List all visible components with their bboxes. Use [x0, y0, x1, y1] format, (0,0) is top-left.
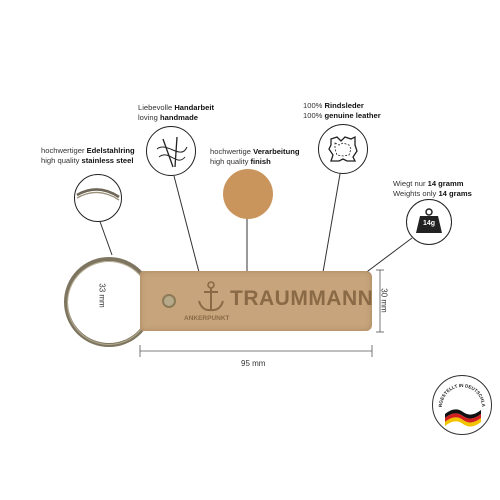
- needle-thread-icon: [146, 126, 196, 176]
- leather-hide-icon: [318, 124, 368, 174]
- seal-text: HERGESTELLT IN DEUTSCHLAND: [433, 376, 486, 408]
- dimension-tag-height: 30 mm: [379, 288, 389, 313]
- weight-label: Wiegt nur 14 gramm Weights only 14 grams: [393, 179, 472, 198]
- key-ring-inner: [67, 261, 151, 345]
- leather-tag: TRAUMMANN ANKERPUNKT: [140, 271, 374, 331]
- finish-label: hochwertige Verarbeitung high quality fi…: [210, 147, 300, 166]
- handmade-label: Liebevolle Handarbeit loving handmade: [138, 103, 214, 122]
- dimension-width: 95 mm: [241, 359, 266, 368]
- brand-text: TRAUMMANN: [230, 287, 374, 310]
- steel-ring-closeup: [74, 174, 122, 222]
- made-in-germany-seal: HERGESTELLT IN DEUTSCHLAND: [432, 375, 492, 435]
- ring-label: hochwertiger Edelstahlring high quality …: [41, 146, 135, 165]
- weight-icon: 14g: [406, 199, 452, 245]
- anchor-icon: [198, 281, 224, 312]
- leather-label: 100% Rindsleder 100% genuine leather: [303, 101, 381, 120]
- svg-text:HERGESTELLT IN DEUTSCHLAND: HERGESTELLT IN DEUTSCHLAND: [433, 376, 486, 408]
- dimension-ring-height: 33 mm: [97, 283, 107, 308]
- rivet: [162, 294, 176, 308]
- brand-sub: ANKERPUNKT: [184, 315, 230, 322]
- leather-swatch: [223, 169, 273, 219]
